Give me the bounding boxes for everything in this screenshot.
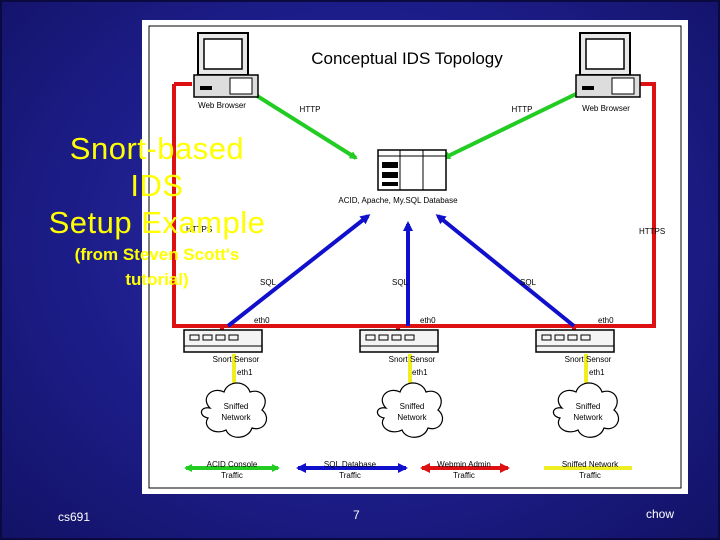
eth0-label-left: eth0 (254, 316, 270, 325)
cloud-icon-center (376, 382, 443, 438)
footer-author: chow (646, 507, 675, 521)
legend-acid-line1: ACID Console (207, 460, 258, 469)
http-arrow-right (442, 92, 577, 160)
web-browser-label-right: Web Browser (582, 104, 630, 113)
diagram-frame (148, 25, 682, 489)
slide-subtitle-line1: (from Steven Scott's (74, 245, 240, 264)
legend-acid-line2: Traffic (221, 471, 243, 480)
slide-title-line2: IDS (130, 168, 184, 203)
eth1-label-center: eth1 (412, 368, 428, 377)
legend-sql-line1: SQL Database (324, 460, 377, 469)
computer-icon-right (575, 32, 641, 98)
https-label-right: HTTPS (639, 227, 665, 236)
footer-page-number: 7 (353, 508, 360, 522)
sensor-label-right: Snort Sensor (565, 355, 612, 364)
cloud-right-line1: Sniffed (576, 402, 601, 411)
legend-sql-line2: Traffic (339, 471, 361, 480)
cloud-icon-left (200, 382, 267, 438)
topology-diagram: Conceptual IDS Topology (142, 20, 688, 494)
sql-label-right: SQL (520, 278, 537, 287)
legend-sniffed-line1: Sniffed Network (562, 460, 619, 469)
sql-label-left: SQL (260, 278, 277, 287)
topology-svg: Conceptual IDS Topology (148, 25, 682, 489)
sensor-icon-right (535, 329, 615, 353)
footer-course: cs691 (58, 510, 91, 524)
sql-arrow-right (435, 214, 576, 328)
cloud-center-line2: Network (397, 413, 427, 422)
legend-sniffed-line2: Traffic (579, 471, 601, 480)
slide-title-line3: Setup Example (48, 205, 266, 240)
sql-label-center: SQL (392, 278, 409, 287)
diagram-title: Conceptual IDS Topology (311, 49, 503, 68)
cloud-left-line1: Sniffed (224, 402, 249, 411)
computer-icon-left (193, 32, 259, 98)
http-arrow-left (252, 92, 358, 160)
cloud-center-line1: Sniffed (400, 402, 425, 411)
eth0-label-center: eth0 (420, 316, 436, 325)
sensor-icon-center (359, 329, 439, 353)
sensor-icon-left (183, 329, 263, 353)
eth1-label-right: eth1 (589, 368, 605, 377)
slide-subtitle-line2: tutorial) (125, 270, 189, 289)
https-label-left: HTTPS (186, 225, 212, 234)
slide-title-line1: Snort-based (69, 131, 245, 166)
cloud-icon-right (552, 382, 619, 438)
webmin-admin-loop (172, 82, 656, 328)
sensor-label-left: Snort Sensor (213, 355, 260, 364)
server-icon (377, 149, 447, 191)
eth0-label-right: eth0 (598, 316, 614, 325)
legend-webmin-line2: Traffic (453, 471, 475, 480)
slide-title: Snort-based IDS Setup Example (32, 130, 282, 241)
sensor-label-center: Snort Sensor (389, 355, 436, 364)
http-label-left: HTTP (300, 105, 321, 114)
http-label-right: HTTP (512, 105, 533, 114)
server-label: ACID, Apache, My.SQL Database (338, 196, 458, 205)
sql-arrow-left (226, 214, 371, 328)
slide-subtitle: (from Steven Scott's tutorial) (32, 242, 282, 292)
cloud-left-line2: Network (221, 413, 251, 422)
legend: ACID Console Traffic SQL Database Traffi… (184, 460, 632, 480)
legend-webmin-line1: Webmin Admin (437, 460, 491, 469)
web-browser-label-left: Web Browser (198, 101, 246, 110)
eth1-label-left: eth1 (237, 368, 253, 377)
cloud-right-line2: Network (573, 413, 603, 422)
